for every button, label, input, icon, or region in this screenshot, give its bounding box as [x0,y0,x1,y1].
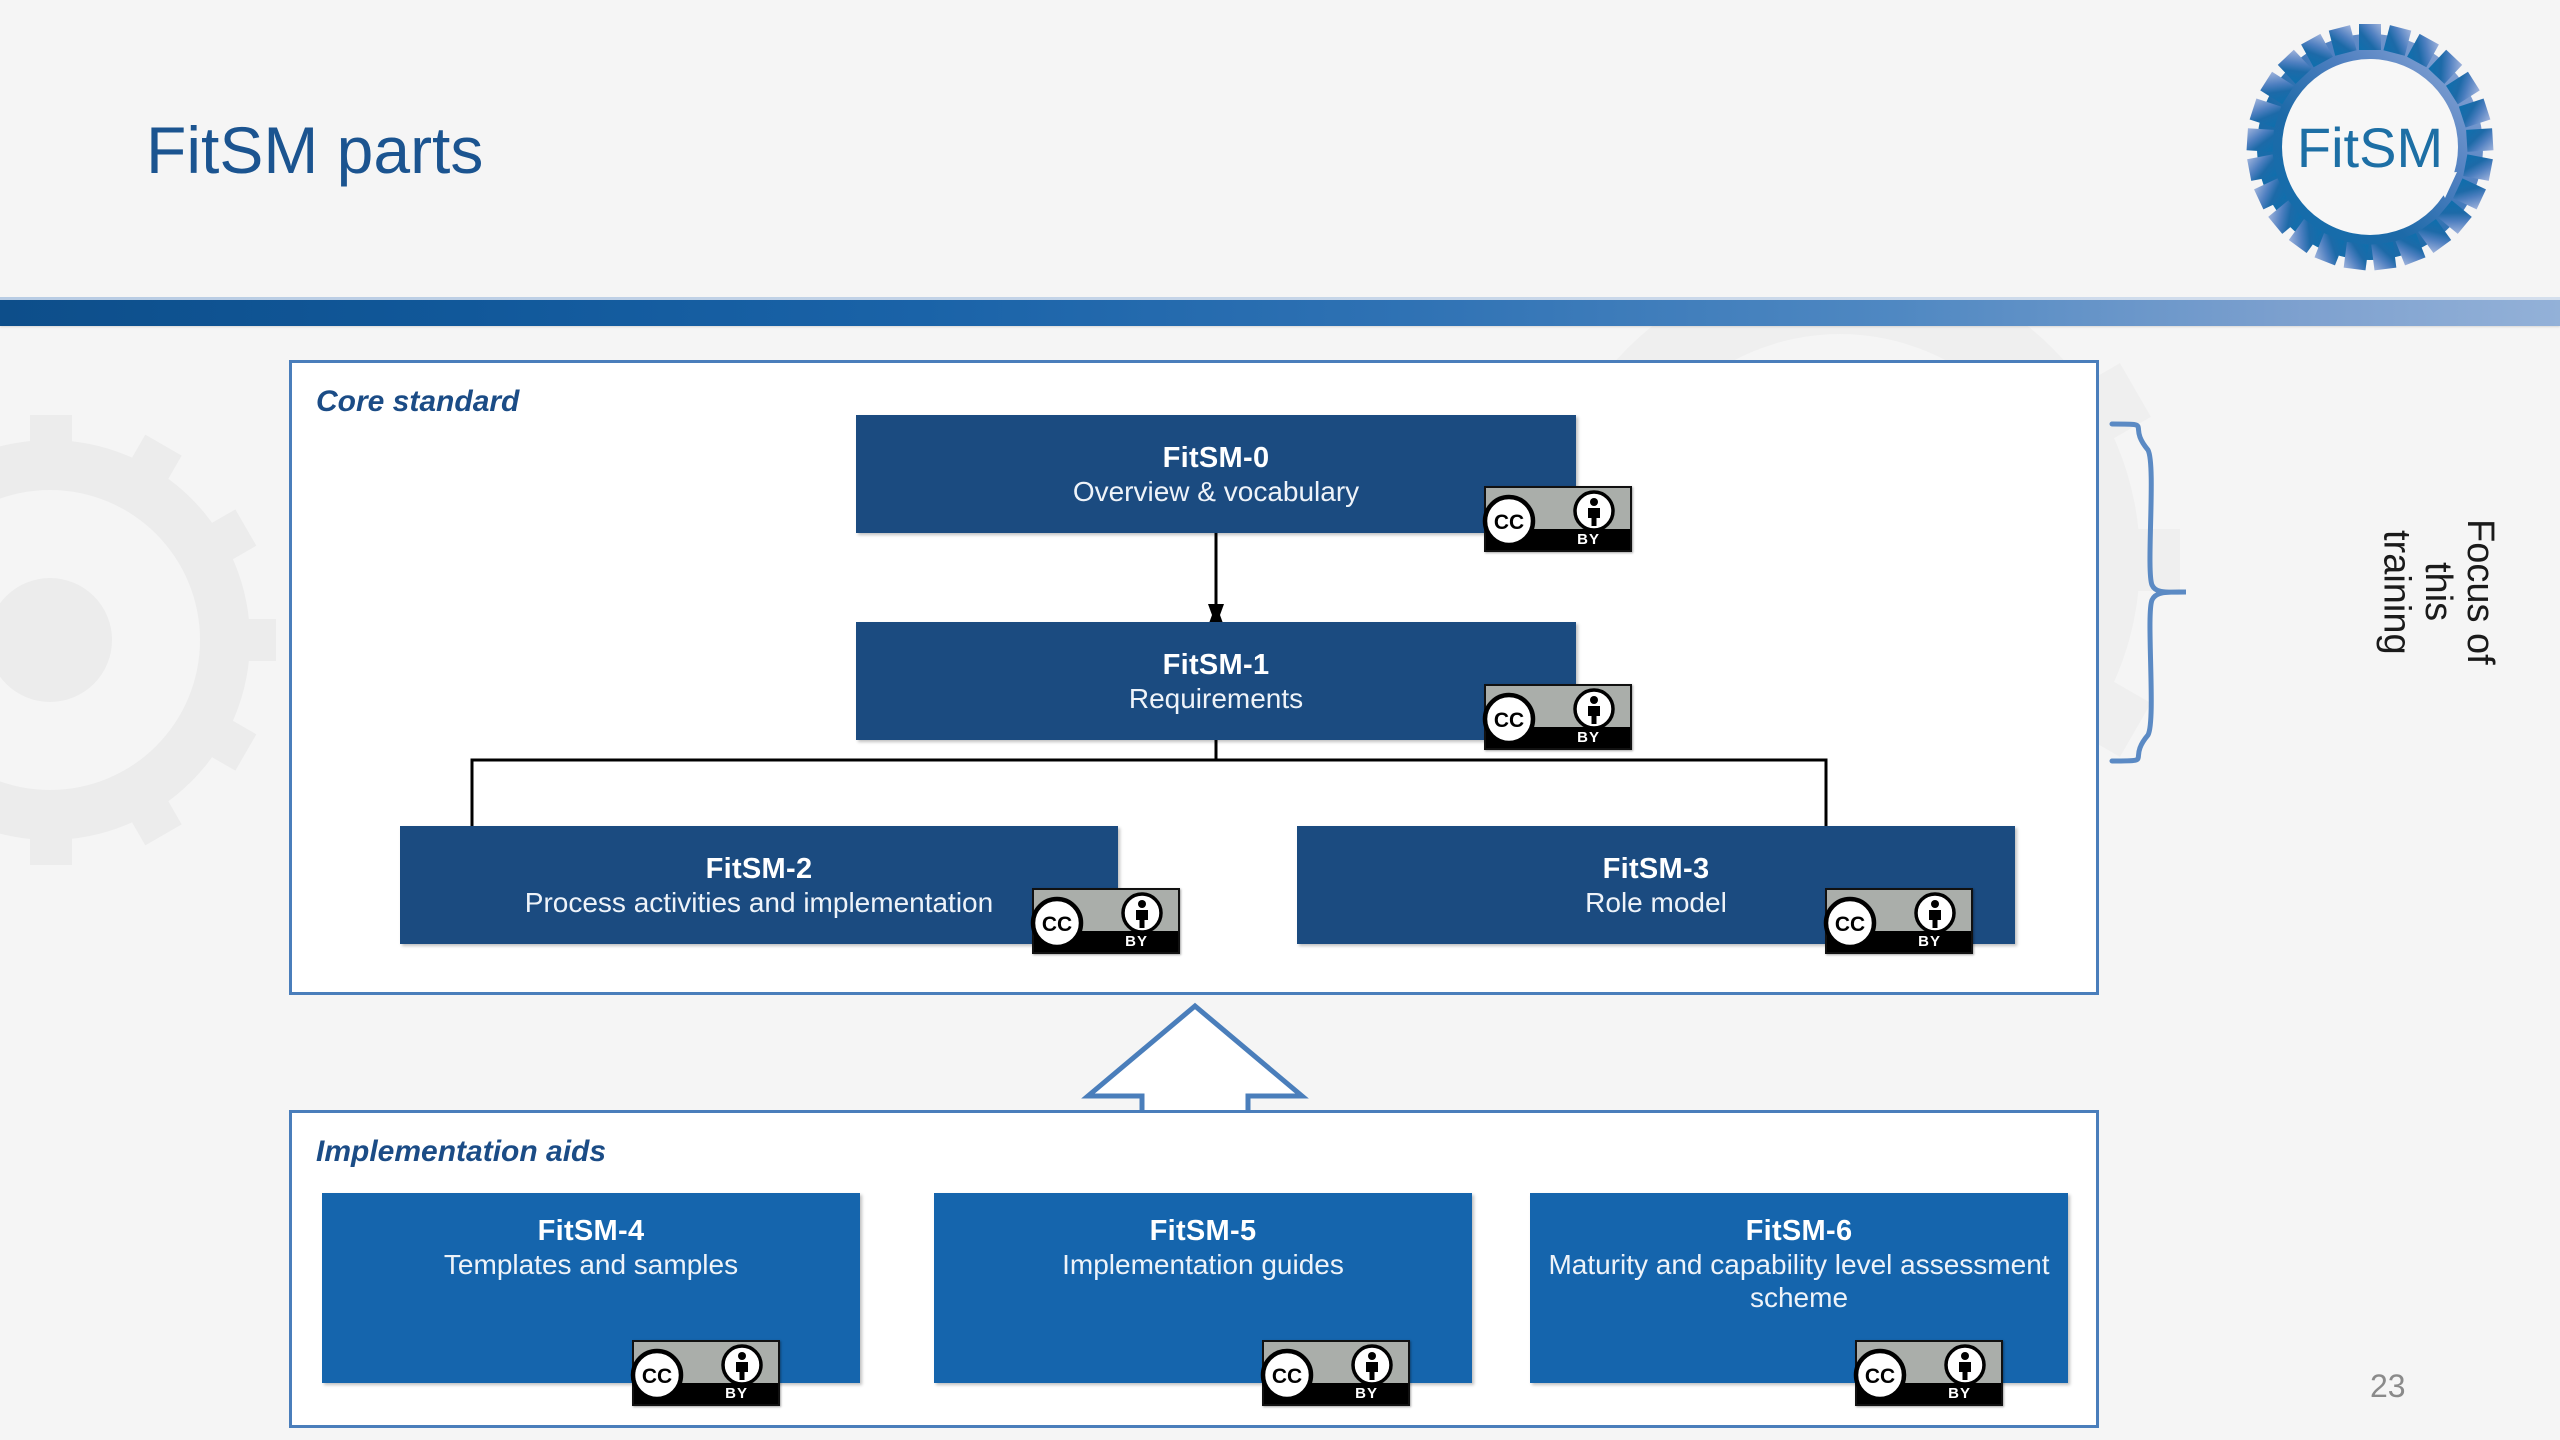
creative-commons-icon: CC [1823,896,1877,950]
cc-by-license-badge[interactable]: BY CC [1482,486,1632,552]
part-box-fitsm-1[interactable]: FitSM-1 Requirements [856,622,1576,740]
attribution-person-icon [1573,687,1615,730]
part-title-fitsm-2: FitSM-2 [705,853,813,885]
page-number: 23 [2370,1368,2406,1404]
cc-by-license-badge[interactable]: BY CC [1823,888,1973,954]
part-subtitle-fitsm-0: Overview & vocabulary [1072,476,1360,507]
cc-by-license-badge[interactable]: BY CC [630,1340,780,1406]
attribution-person-icon [1351,1343,1393,1386]
group-label-implementation-aids: Implementation aids [316,1135,607,1168]
attribution-person-icon [1944,1343,1986,1386]
svg-text:CC: CC [1042,913,1072,936]
part-subtitle-fitsm-5: Implementation guides [1062,1249,1344,1280]
svg-text:CC: CC [642,1365,672,1388]
attribution-person-icon [1573,489,1615,532]
fitsm-gear-logo-icon: FitSM [2246,24,2494,271]
part-box-fitsm-6[interactable]: FitSM-6 Maturity and capability level as… [1530,1193,2068,1383]
svg-text:CC: CC [1835,913,1865,936]
creative-commons-icon: CC [1482,494,1536,548]
part-box-fitsm-0[interactable]: FitSM-0 Overview & vocabulary [856,415,1576,533]
logo-wordmark: FitSM [2297,116,2443,179]
svg-text:CC: CC [1494,511,1524,534]
attribution-person-icon [721,1343,763,1386]
creative-commons-icon: CC [1853,1348,1907,1402]
creative-commons-icon: CC [1260,1348,1314,1402]
part-box-fitsm-2[interactable]: FitSM-2 Process activities and implement… [400,826,1118,944]
part-subtitle-fitsm-3: Role model [1585,887,1727,918]
part-title-fitsm-1: FitSM-1 [1162,649,1270,681]
part-title-fitsm-5: FitSM-5 [1149,1215,1257,1247]
cc-by-license-badge[interactable]: BY CC [1030,888,1180,954]
creative-commons-icon: CC [1030,896,1084,950]
page-title: FitSM parts [146,113,484,187]
part-subtitle-fitsm-2: Process activities and implementation [524,887,994,918]
cc-by-license-badge[interactable]: BY CC [1482,684,1632,750]
block-arrow-up-icon [1081,1002,1309,1117]
part-subtitle-fitsm-6: Maturity and capability level assessment… [1548,1249,2050,1314]
part-title-fitsm-4: FitSM-4 [537,1215,645,1247]
part-title-fitsm-6: FitSM-6 [1745,1215,1853,1247]
svg-text:CC: CC [1272,1365,1302,1388]
header-divider-bar [0,297,2560,326]
cc-by-license-badge[interactable]: BY CC [1260,1340,1410,1406]
part-title-fitsm-0: FitSM-0 [1162,442,1270,474]
svg-text:CC: CC [1865,1365,1895,1388]
creative-commons-icon: CC [1482,692,1536,746]
focus-of-training-label: Focus of this training [2375,519,2501,665]
part-subtitle-fitsm-4: Templates and samples [443,1249,739,1280]
group-label-core-standard: Core standard [316,385,520,418]
part-subtitle-fitsm-1: Requirements [1128,683,1304,714]
cc-by-license-badge[interactable]: BY CC [1853,1340,2003,1406]
part-title-fitsm-3: FitSM-3 [1602,853,1710,885]
svg-text:CC: CC [1494,709,1524,732]
creative-commons-icon: CC [630,1348,684,1402]
attribution-person-icon [1121,891,1163,934]
slide-header: FitSM parts [0,0,2560,300]
curly-brace-icon [2109,421,2187,764]
attribution-person-icon [1914,891,1956,934]
